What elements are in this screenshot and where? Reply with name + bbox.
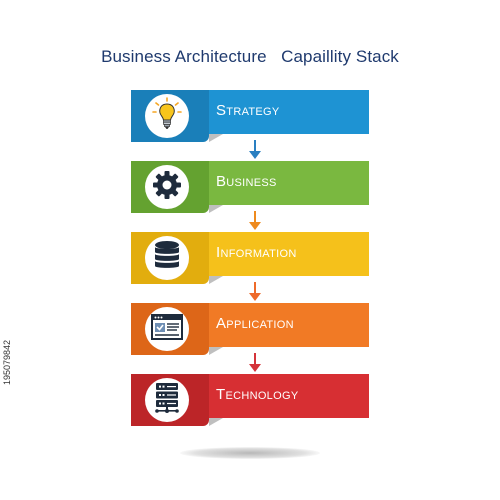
icon-circle (145, 307, 189, 351)
tab-shadow (209, 347, 223, 355)
arrow-down-icon (249, 211, 261, 230)
layer-information: Information (131, 232, 369, 284)
browser-window-icon (151, 313, 183, 346)
icon-circle (145, 378, 189, 422)
icon-circle (145, 165, 189, 209)
layer-label: Business (216, 173, 277, 190)
arrow-down-icon (249, 140, 261, 159)
tab-shadow (209, 418, 223, 426)
icon-circle (145, 94, 189, 138)
arrow-down-icon (249, 282, 261, 301)
database-icon (152, 240, 182, 277)
layer-technology: Technology (131, 374, 369, 426)
layer-label: Technology (216, 386, 299, 403)
layer-business: Business (131, 161, 369, 213)
layer-label: Information (216, 244, 297, 261)
layer-application: Application (131, 303, 369, 355)
lightbulb-icon (152, 96, 182, 136)
diagram-title: Business Architecture Capaillity Stack (101, 47, 399, 66)
layer-strategy: Strategy (131, 90, 369, 142)
layer-label: Strategy (216, 102, 280, 119)
icon-circle (145, 236, 189, 280)
tab-shadow (209, 134, 223, 142)
gear-icon (152, 170, 182, 205)
server-icon (152, 382, 182, 419)
tab-shadow (209, 276, 223, 284)
base-shadow (180, 447, 320, 459)
layer-label: Application (216, 315, 294, 332)
arrow-down-icon (249, 353, 261, 372)
stock-id-text: 195079842 (2, 339, 12, 385)
tab-shadow (209, 205, 223, 213)
